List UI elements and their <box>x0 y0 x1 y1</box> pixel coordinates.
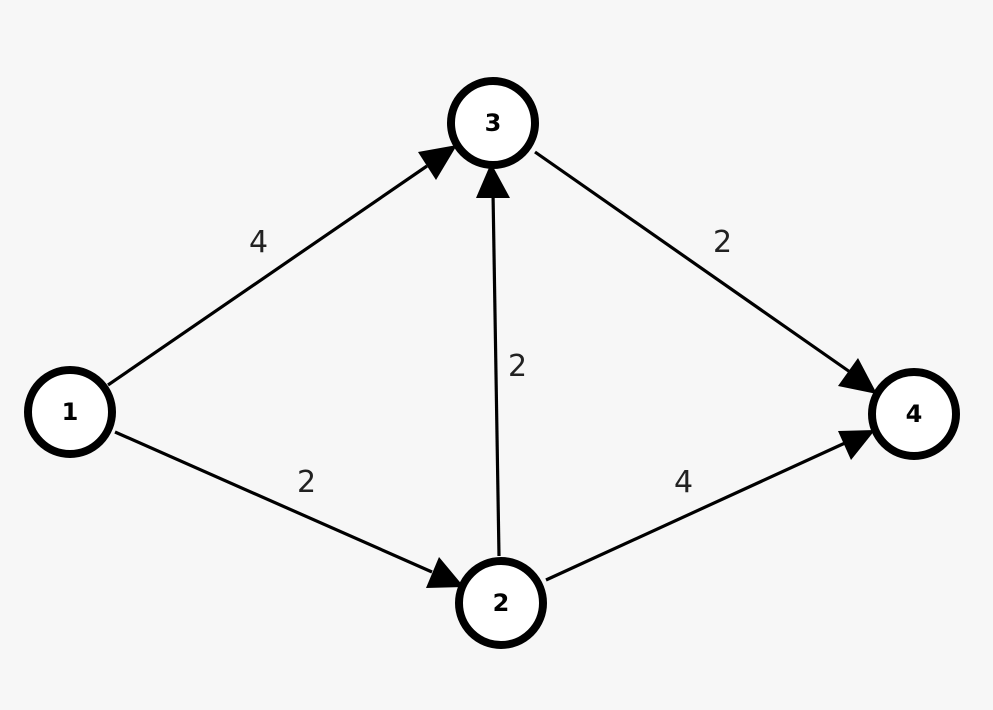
node-4-label: 4 <box>906 400 923 428</box>
edge-1-to-2: 2 <box>114 430 464 588</box>
node-1: 1 <box>24 366 116 458</box>
arrowhead-1-to-2 <box>426 557 464 588</box>
arrowhead-2-to-3 <box>476 163 510 198</box>
edge-2-to-3: 2 <box>476 163 527 557</box>
edge-3-to-4: 2 <box>534 150 877 394</box>
edge-2-to-4: 4 <box>545 430 875 582</box>
node-2-label: 2 <box>493 589 510 617</box>
edge-weight-1-2: 2 <box>297 465 316 500</box>
edge-weight-2-4: 4 <box>674 465 693 500</box>
arrowhead-2-to-4 <box>838 430 875 460</box>
edge-weight-3-4: 2 <box>713 225 732 260</box>
node-4: 4 <box>868 368 960 460</box>
arrowhead-1-to-3 <box>418 145 457 180</box>
node-2: 2 <box>455 557 547 649</box>
arrowhead-3-to-4 <box>838 358 877 394</box>
node-3-label: 3 <box>485 109 502 137</box>
nodes: 1 2 3 4 <box>24 77 960 649</box>
edges: 4 2 2 2 4 <box>107 145 877 588</box>
edge-weight-1-3: 4 <box>249 225 268 260</box>
edge-weight-2-3: 2 <box>508 349 527 384</box>
edge-1-to-3: 4 <box>107 145 457 387</box>
node-1-label: 1 <box>62 398 79 426</box>
node-3: 3 <box>447 77 539 169</box>
